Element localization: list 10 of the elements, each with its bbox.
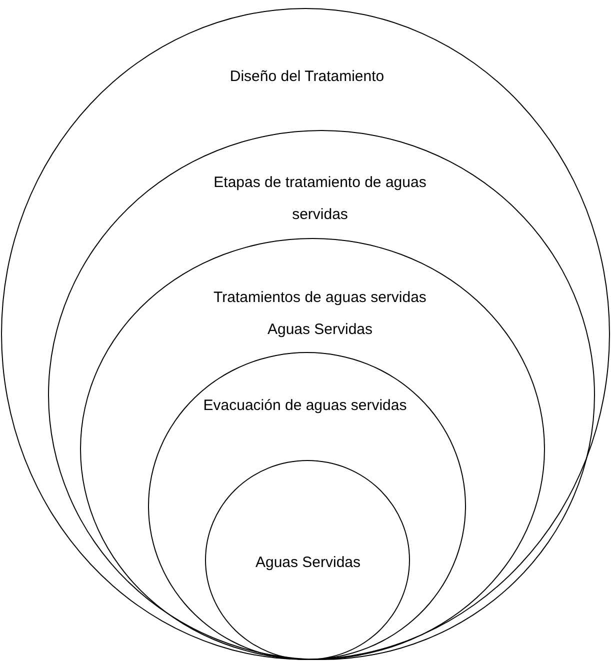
node-label: Evacuación de aguas servidas — [202, 396, 408, 416]
ellipse-node — [48, 130, 595, 660]
ellipse-node — [205, 460, 410, 660]
ellipse-node — [1, 8, 610, 660]
ellipse-node — [80, 238, 545, 660]
node-label: Etapas de tratamiento de aguas servidas — [212, 173, 428, 225]
node-label: Aguas Servidas — [254, 553, 362, 573]
node-label: Tratamientos de aguas servidas Aguas Servidas — [212, 288, 428, 340]
ellipse-node — [148, 352, 466, 660]
node-label: Diseño del Tratamiento — [228, 67, 386, 87]
